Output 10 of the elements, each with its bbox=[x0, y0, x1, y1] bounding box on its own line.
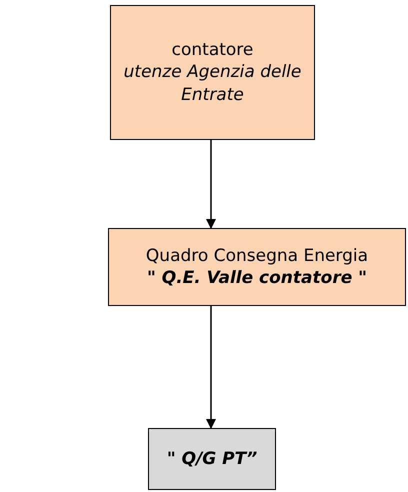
process-box bbox=[108, 228, 406, 306]
box-text: " Q.E. Valle contatore " bbox=[146, 267, 368, 290]
process-box bbox=[110, 5, 315, 140]
process-box bbox=[148, 428, 276, 490]
arrow bbox=[206, 140, 216, 229]
box-text: contatore bbox=[172, 39, 254, 62]
box-text: Quadro Consegna Energia bbox=[146, 244, 368, 267]
arrow bbox=[206, 306, 216, 429]
box-text: utenze Agenzia delle Entrate bbox=[122, 61, 302, 106]
box-text: " Q/G PT” bbox=[166, 448, 258, 470]
